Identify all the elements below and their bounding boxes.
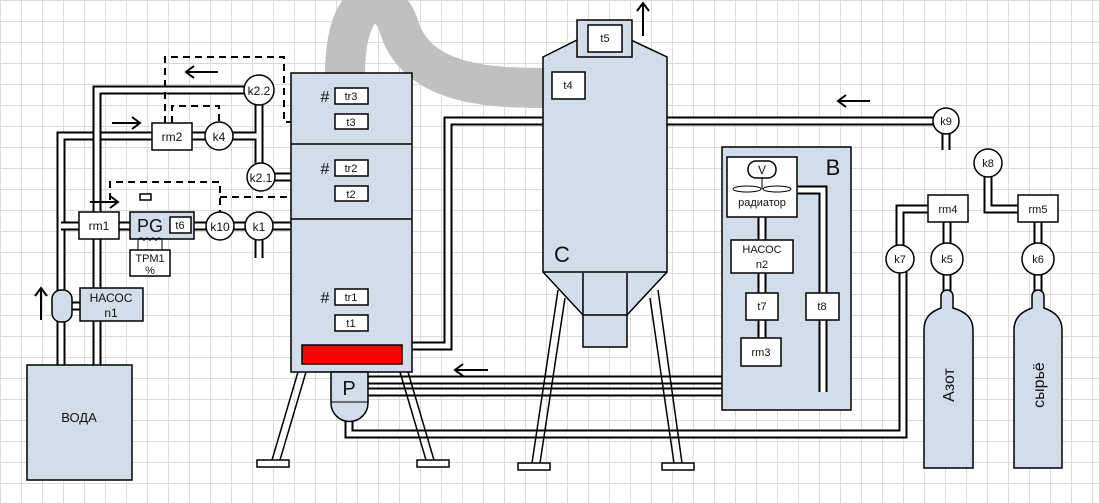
cyclone-legs [517, 289, 695, 471]
flowmeter-rm3[interactable] [740, 337, 782, 367]
pump-n2-label: НАСОС [742, 244, 781, 256]
t6-label: t6 [175, 220, 184, 232]
pump-p[interactable] [330, 371, 369, 423]
sensor-t4[interactable] [551, 71, 586, 100]
sensor-t2[interactable] [334, 185, 369, 202]
pump-n1-id: n1 [104, 306, 118, 320]
sensor-t5[interactable] [587, 24, 623, 53]
sensor-t6[interactable] [169, 216, 192, 234]
grid-icon: # [321, 290, 330, 307]
tr2-label: tr2 [345, 163, 358, 175]
tr1-label: tr1 [345, 292, 358, 304]
sensor-t7[interactable] [745, 292, 779, 321]
sensor-tr2[interactable] [334, 159, 369, 177]
feedstock-label: сырьё [1031, 362, 1048, 408]
trm1-unit: % [145, 265, 155, 277]
t8-label: t8 [817, 301, 826, 313]
nitrogen-cylinder [923, 289, 974, 469]
rm5-label: rm5 [1029, 204, 1048, 216]
k8-label: k8 [982, 158, 994, 170]
sensor-t8[interactable] [805, 292, 840, 321]
water-label: ВОДА [61, 410, 97, 425]
flowmeter-rm1[interactable] [78, 211, 120, 240]
k4-label: k4 [213, 130, 226, 144]
k5-label: k5 [941, 254, 953, 266]
radiator-label: радиатор [738, 197, 786, 209]
tr3-label: tr3 [345, 91, 358, 103]
rm1-label: rm1 [89, 219, 110, 233]
valve-k7[interactable] [885, 244, 915, 274]
valves: k10 k1 k4 k2.2 k2.1 k9 k8 k7 k5 k6 [204, 74, 1055, 276]
water-tank [26, 364, 133, 481]
grid-icon: # [321, 161, 330, 178]
flowmeter-rm4[interactable] [927, 194, 969, 223]
valve-k8[interactable] [973, 148, 1003, 178]
t1-label: t1 [346, 318, 355, 330]
controller-trm1[interactable] [129, 249, 171, 277]
grid-icon: # [321, 89, 330, 106]
k10-label: k10 [210, 220, 230, 234]
t3-label: t3 [346, 117, 355, 129]
valve-k6[interactable] [1021, 242, 1055, 276]
k6-label: k6 [1032, 254, 1044, 266]
flow-arrows [34, 1, 870, 377]
heating-coil-icon [137, 237, 163, 250]
k2-2-label: k2.2 [248, 84, 271, 98]
valve-k1[interactable] [244, 211, 274, 241]
sensor-tr1[interactable] [334, 288, 369, 306]
valve-k5[interactable] [930, 242, 964, 276]
fan-motor-label: V [758, 163, 766, 177]
flowmeter-rm2[interactable] [151, 122, 193, 151]
block-b-label: B [826, 155, 841, 180]
rm2-label: rm2 [162, 130, 183, 144]
sensor-tr3[interactable] [334, 87, 369, 105]
sensor-t1[interactable] [334, 314, 369, 332]
indicator [139, 193, 152, 201]
pump-n1-head[interactable] [51, 289, 73, 323]
pump-n1-label: НАСОС [90, 291, 133, 305]
pump-n2-id: n2 [756, 259, 768, 271]
pump-p-label: P [342, 378, 355, 400]
t4-label: t4 [563, 80, 572, 92]
valve-k10[interactable] [205, 211, 235, 241]
cyclone-label: C [554, 242, 570, 267]
heater [301, 344, 403, 365]
t7-label: t7 [757, 301, 766, 313]
k9-label: k9 [940, 116, 952, 128]
valve-k2-2[interactable] [243, 74, 275, 106]
t5-label: t5 [600, 33, 609, 45]
rm3-label: rm3 [752, 347, 771, 359]
trm1-label: ТРМ1 [135, 253, 164, 265]
pump-n1[interactable] [79, 287, 144, 322]
k2-1-label: k2.1 [250, 171, 273, 185]
nitrogen-label: Азот [941, 367, 958, 401]
valve-k9[interactable] [932, 107, 960, 135]
flowmeter-rm5[interactable] [1017, 194, 1059, 223]
reactor-legs [256, 371, 450, 468]
k1-label: k1 [253, 220, 266, 234]
valve-k2-1[interactable] [246, 162, 276, 192]
pump-n2[interactable] [730, 239, 794, 274]
gas-duct [325, 0, 546, 108]
pg-label: PG [137, 216, 163, 236]
sensor-t3[interactable] [334, 113, 369, 130]
t2-label: t2 [346, 189, 355, 201]
valve-k4[interactable] [204, 121, 234, 151]
feedstock-cylinder [1013, 289, 1063, 469]
k7-label: k7 [894, 254, 906, 266]
rm4-label: rm4 [939, 204, 958, 216]
fan-icon [732, 178, 792, 193]
